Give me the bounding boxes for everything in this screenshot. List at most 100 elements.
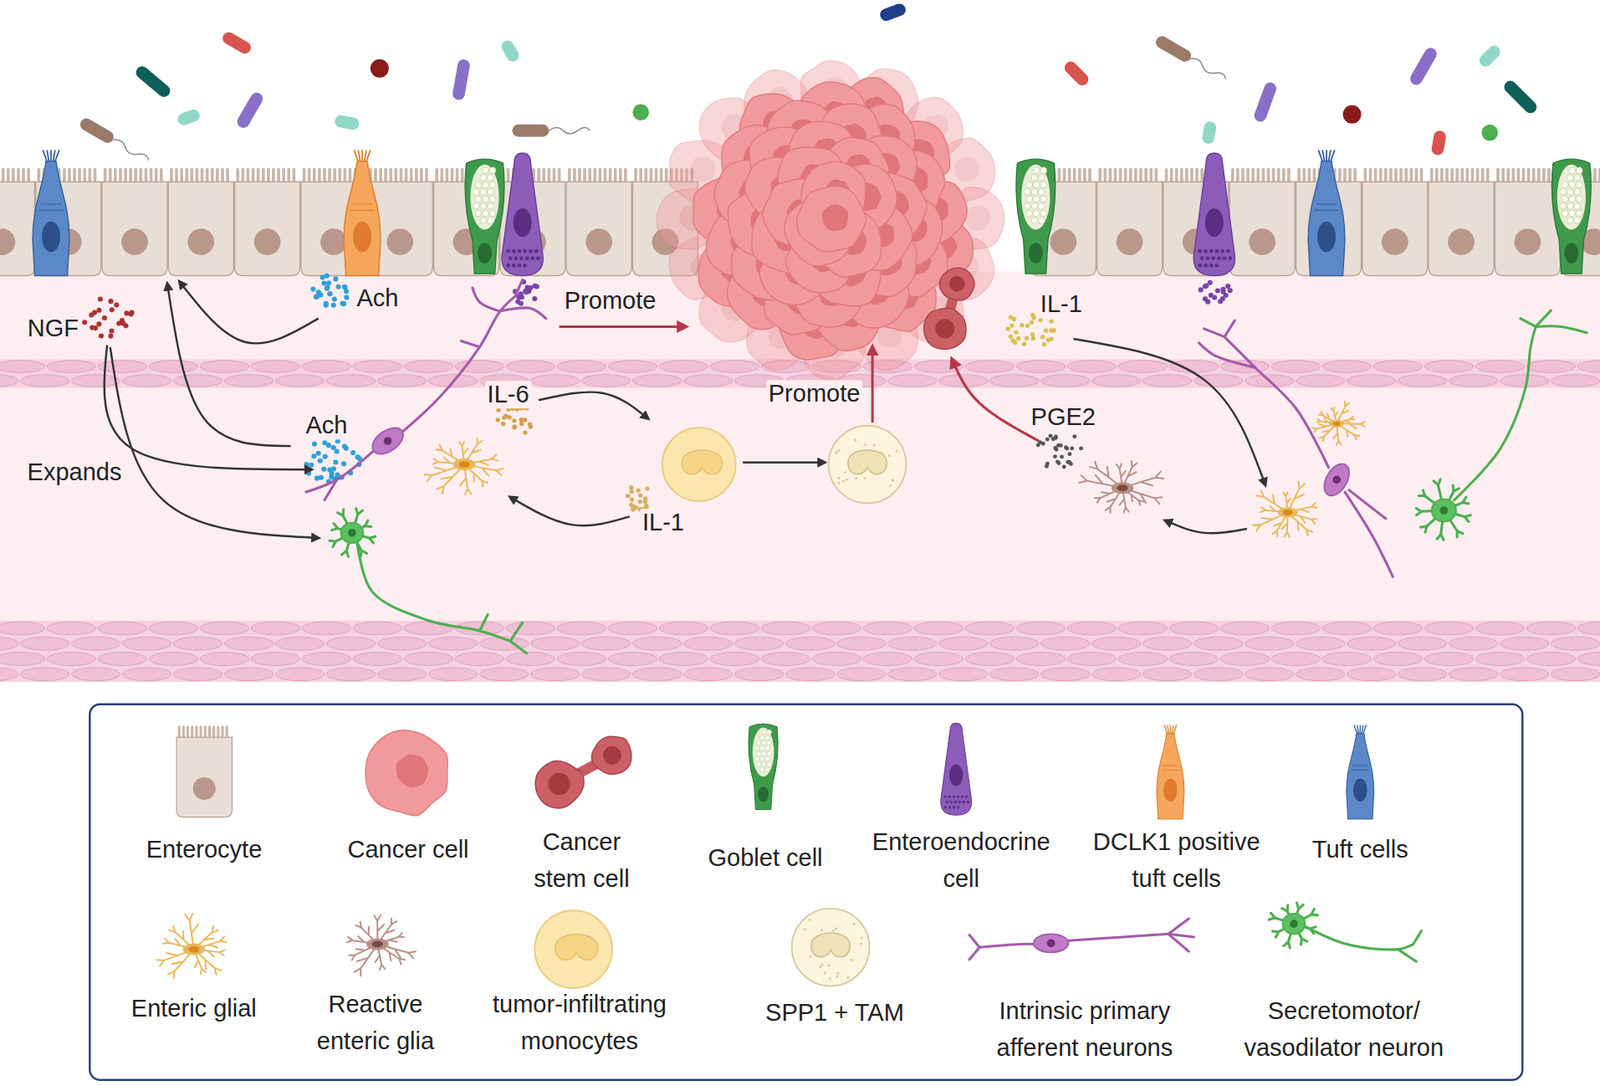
muscle-layer [173, 667, 223, 681]
pge2-molecules [1068, 451, 1073, 456]
muscle-layer [887, 636, 937, 650]
signal-label: IL-1 [639, 508, 687, 537]
il6-molecules [495, 417, 501, 422]
acetylcholine-molecules [331, 465, 337, 471]
reactive-glia [366, 937, 389, 950]
goblet-cell [475, 209, 482, 217]
macrophage [820, 928, 824, 931]
acetylcholine-molecules [321, 280, 327, 286]
bacteria [1153, 34, 1193, 65]
muscle-layer [965, 360, 1015, 374]
muscle-layer [224, 636, 274, 650]
macrophage [854, 476, 858, 480]
macrophage [836, 971, 839, 975]
muscle-layer [0, 374, 19, 388]
goblet-cell [465, 158, 505, 274]
il6-molecules [527, 422, 532, 427]
macrophage [859, 942, 863, 946]
secretomotor-neuron [1268, 917, 1275, 920]
macrophage [792, 908, 870, 987]
enterocyte-cell [1362, 169, 1428, 277]
tuft-cell [1350, 765, 1370, 770]
muscle-layer [199, 652, 250, 666]
goblet-cell [1574, 173, 1581, 181]
enterocyte-cell [1362, 181, 1428, 276]
enterocyte-cell [121, 228, 149, 256]
acetylcholine-molecules [321, 466, 327, 472]
acetylcholine-molecules [334, 448, 340, 454]
goblet-cell [1040, 209, 1048, 217]
enteroendocrine-cell [944, 794, 948, 798]
il1-molecules [1029, 320, 1034, 325]
signal-arrows [559, 325, 686, 328]
acetylcholine-molecules [308, 462, 314, 468]
enteroendocrine-cell [1220, 249, 1225, 254]
il1-molecules [1019, 322, 1024, 328]
bacteria [1407, 46, 1439, 88]
pge2-molecules [1045, 437, 1050, 442]
muscle-layer [20, 374, 70, 388]
muscle-layer [0, 636, 19, 650]
macrophage [846, 976, 849, 979]
acetylcholine-molecules [311, 441, 317, 447]
muscle-layer [173, 636, 223, 650]
afferent-neuron [515, 279, 523, 297]
cancer-stem-cell [547, 772, 570, 795]
goblet-cell [1559, 188, 1567, 195]
goblet-cell [748, 723, 778, 809]
muscle-layer [1091, 667, 1141, 681]
enterocyte-cell [168, 169, 234, 277]
acetylcholine-molecules [316, 289, 322, 295]
muscle-layer [1295, 636, 1345, 650]
enteroendocrine-cell [1227, 255, 1232, 261]
muscle-layer [1346, 636, 1396, 650]
signal-arrows [104, 281, 1266, 538]
muscle-layer [71, 374, 121, 388]
muscle-layer [1397, 636, 1447, 650]
enteroendocrine-cell [952, 805, 956, 809]
bacteria [1343, 105, 1362, 124]
secretomotor-neuron [329, 508, 527, 654]
macrophage [834, 927, 838, 931]
ngf-molecules [96, 321, 102, 327]
goblet-cell [489, 181, 496, 189]
acetylcholine-molecules [327, 291, 333, 297]
acetylcholine-molecules [303, 438, 363, 484]
goblet-cell [489, 209, 496, 217]
muscle-layer [1346, 374, 1396, 388]
enteroendocrine-cell [522, 249, 527, 254]
muscle-layer [1550, 667, 1600, 681]
il1-molecules [1013, 329, 1018, 334]
muscle-layer [352, 652, 403, 666]
il1-molecules [1012, 316, 1017, 322]
legend-text: DCLK1 positive tuft cells [1082, 823, 1271, 897]
muscle-layer [275, 636, 325, 650]
bacteria [499, 38, 522, 65]
bacteria [511, 124, 590, 138]
hormone-granules [1205, 299, 1211, 305]
goblet-cell [754, 745, 760, 751]
muscle-layer [1271, 621, 1321, 635]
goblet-cell [487, 188, 495, 195]
macrophage [889, 484, 892, 487]
legend-icon [176, 726, 232, 818]
ngf-molecules [108, 327, 114, 333]
il6-molecules [511, 424, 517, 429]
enteric-glia [1312, 400, 1365, 445]
goblet-cell [1040, 195, 1048, 203]
enterocyte-cell [235, 169, 301, 277]
acetylcholine-molecules [323, 302, 329, 308]
goblet-cell [1031, 203, 1038, 210]
afferent-neuron [306, 279, 547, 501]
macrophage [808, 955, 812, 958]
macrophage [835, 975, 839, 978]
enterocyte-cell [1497, 169, 1554, 184]
reactive-glia [347, 915, 416, 976]
secretomotor-neuron [1268, 902, 1422, 962]
enterocyte-cell [1494, 181, 1560, 276]
goblet-cell [475, 181, 482, 189]
il1-molecules [637, 499, 642, 504]
muscle-layer [428, 667, 478, 681]
enteroendocrine-cell [1226, 249, 1231, 254]
goblet-cell [766, 761, 772, 767]
